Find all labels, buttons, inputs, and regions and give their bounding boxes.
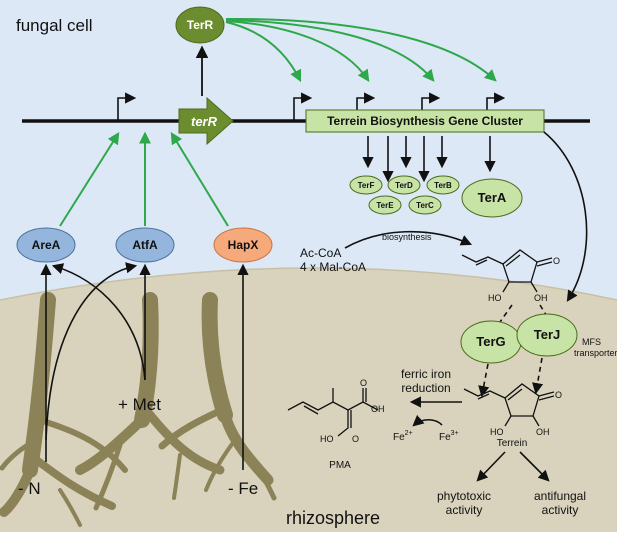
- terg-dash-in: [499, 304, 513, 323]
- reduction-label: reduction: [401, 381, 450, 395]
- pma-ho: HO: [320, 434, 334, 444]
- area-node: [16, 227, 76, 263]
- pma-label: PMA: [329, 460, 351, 471]
- gene-cluster-label: Terrein Biosynthesis Gene Cluster: [327, 114, 523, 128]
- hapx-label: HapX: [228, 238, 259, 252]
- tere-label: TerE: [376, 201, 394, 210]
- terj-node: [516, 313, 578, 357]
- pma-oh-top: OH: [371, 404, 385, 414]
- terd-node: [387, 175, 421, 195]
- pma-o-bottom: O: [352, 434, 359, 444]
- terd-label: TerD: [395, 181, 413, 190]
- biosynthesis-label: biosynthesis: [382, 232, 432, 242]
- antifungal-arrow: [519, 451, 550, 482]
- tera-node: [461, 178, 523, 218]
- plus-met-label: + Met: [118, 395, 161, 414]
- export-arrow: [543, 131, 588, 302]
- plant-roots: [0, 292, 277, 527]
- minus-fe-label: - Fe: [228, 479, 258, 498]
- cell-terrein-o: O: [553, 256, 560, 266]
- fungal-cell-label: fungal cell: [16, 16, 93, 35]
- antifungal-label-2: activity: [542, 503, 579, 517]
- cluster-expression-arrows: [362, 136, 496, 183]
- minus-n-label: - N: [18, 479, 41, 498]
- terj-label: TerJ: [534, 327, 561, 342]
- tere-node: [368, 195, 402, 215]
- terf-label: TerF: [358, 181, 375, 190]
- ac-coa-label: Ac-CoA: [300, 246, 341, 260]
- biosynthesis-arrow: [344, 230, 473, 249]
- atfa-node: [115, 227, 175, 263]
- terrein-structure-cell: [461, 249, 553, 293]
- phytotoxic-label-2: activity: [446, 503, 483, 517]
- terr-gene-label: terR: [191, 114, 218, 129]
- rhizosphere-label: rhizosphere: [286, 508, 380, 528]
- antifungal-label-1: antifungal: [534, 489, 586, 503]
- soil-terrein-oh: OH: [536, 427, 550, 437]
- terr-protein-label: TerR: [187, 18, 214, 32]
- terb-label: TerB: [434, 181, 452, 190]
- terc-node: [408, 195, 442, 215]
- phytotoxic-label-1: phytotoxic: [437, 489, 491, 503]
- phytotoxic-arrow: [476, 451, 506, 482]
- fe3-label: Fe3+: [439, 430, 459, 443]
- fe-conversion-arrow: [412, 414, 443, 427]
- terr-gene-arrow: [178, 96, 234, 146]
- gene-cluster-box: [305, 109, 545, 133]
- terrein-structure-soil: [463, 383, 555, 427]
- pma-structure: [287, 388, 379, 437]
- terr-activation-arrows: [225, 17, 497, 83]
- tera-label: TerA: [478, 190, 507, 205]
- fe2-label: Fe2+: [393, 430, 413, 443]
- transporters-label: transporters: [574, 348, 617, 358]
- terj-export-dash: [532, 357, 544, 395]
- terc-label: TerC: [416, 201, 434, 210]
- regulator-activation-arrows: [59, 131, 229, 227]
- terf-node: [349, 175, 383, 195]
- ferric-label: ferric iron: [401, 367, 451, 381]
- mal-coa-label: 4 x Mal-CoA: [300, 260, 366, 274]
- soil-terrein-ho: HO: [490, 427, 504, 437]
- mfs-label: MFS: [582, 337, 601, 347]
- area-label: AreA: [32, 238, 61, 252]
- terb-node: [426, 175, 460, 195]
- hapx-node: [213, 227, 273, 263]
- cell-terrein-ho: HO: [488, 293, 502, 303]
- terrein-label: Terrein: [497, 438, 528, 449]
- terg-label: TerG: [476, 334, 505, 349]
- cell-terrein-oh: OH: [534, 293, 548, 303]
- signal-arrows: [40, 262, 249, 470]
- terr-protein-node: [175, 6, 225, 44]
- pma-o-top: O: [360, 378, 367, 388]
- atfa-label: AtfA: [132, 238, 158, 252]
- soil-terrein-o: O: [555, 390, 562, 400]
